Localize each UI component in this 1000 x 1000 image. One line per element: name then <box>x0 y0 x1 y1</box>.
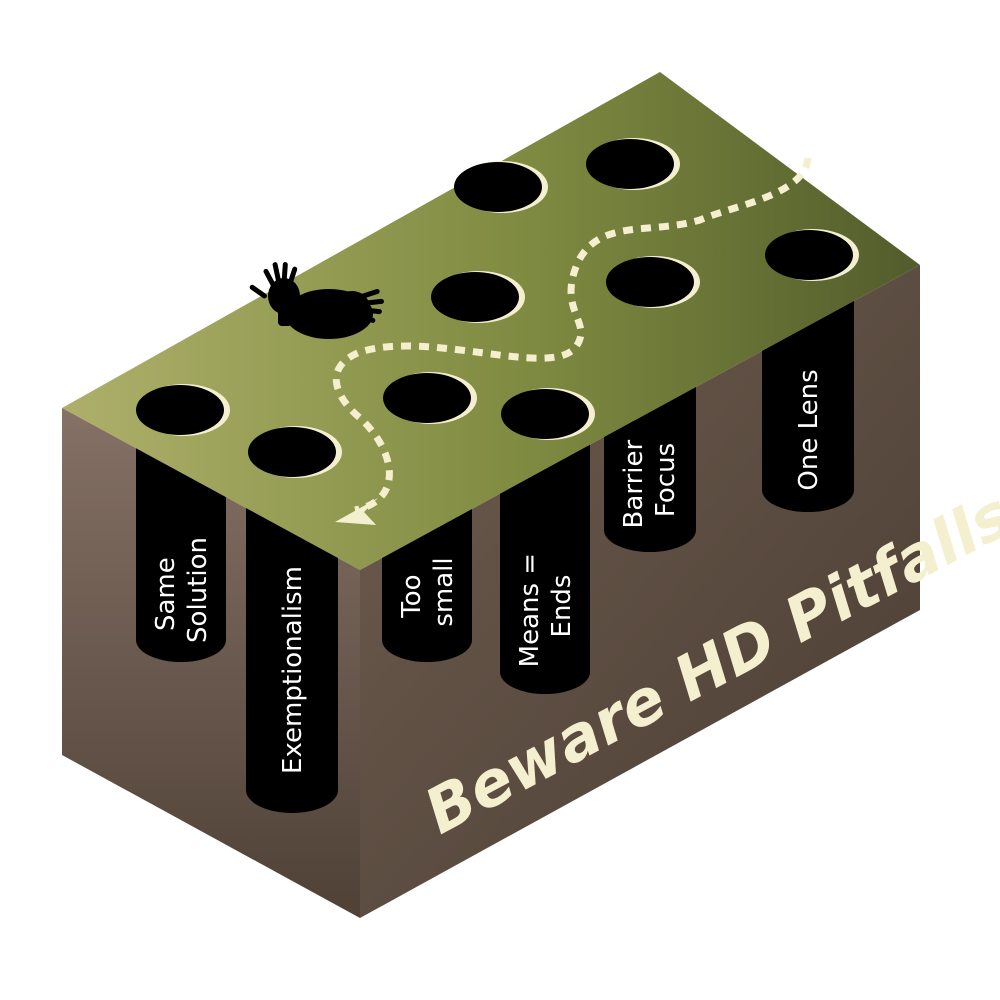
path-arrowhead <box>335 498 378 525</box>
svg-text:Exemptionalism: Exemptionalism <box>278 566 308 774</box>
pit-label-line: Exemptionalism <box>278 566 308 774</box>
svg-text:Barrier Focus: Barrier Focus <box>619 432 681 529</box>
pit-label-line: Same <box>151 557 181 631</box>
hole <box>765 229 859 281</box>
pit-label-line: Ends <box>547 575 577 638</box>
pit-label-line: One Lens <box>794 369 824 490</box>
svg-text:Same Solution: Same Solution <box>151 537 213 643</box>
svg-text:One Lens: One Lens <box>794 369 824 490</box>
pit-label-line: small <box>429 557 459 626</box>
hole <box>431 271 525 323</box>
hole <box>248 426 342 478</box>
pit-label-line: Focus <box>651 443 681 517</box>
pit-label-line: Solution <box>183 537 213 643</box>
hole <box>606 256 700 308</box>
hole <box>454 161 548 213</box>
svg-text:Too small: Too small <box>397 557 459 626</box>
pit-label-line: Means = <box>515 553 545 667</box>
hole <box>586 138 680 190</box>
hand-icon <box>249 262 384 326</box>
pit-column-means-ends: Means = Ends <box>500 412 590 694</box>
svg-text:Means = Ends: Means = Ends <box>515 545 577 668</box>
hole <box>136 384 230 436</box>
pit-label-line: Too <box>397 574 427 618</box>
hole <box>501 388 595 440</box>
hole <box>383 372 477 424</box>
dashed-path-arrow <box>332 157 812 514</box>
pit-label-line: Barrier <box>619 440 649 529</box>
